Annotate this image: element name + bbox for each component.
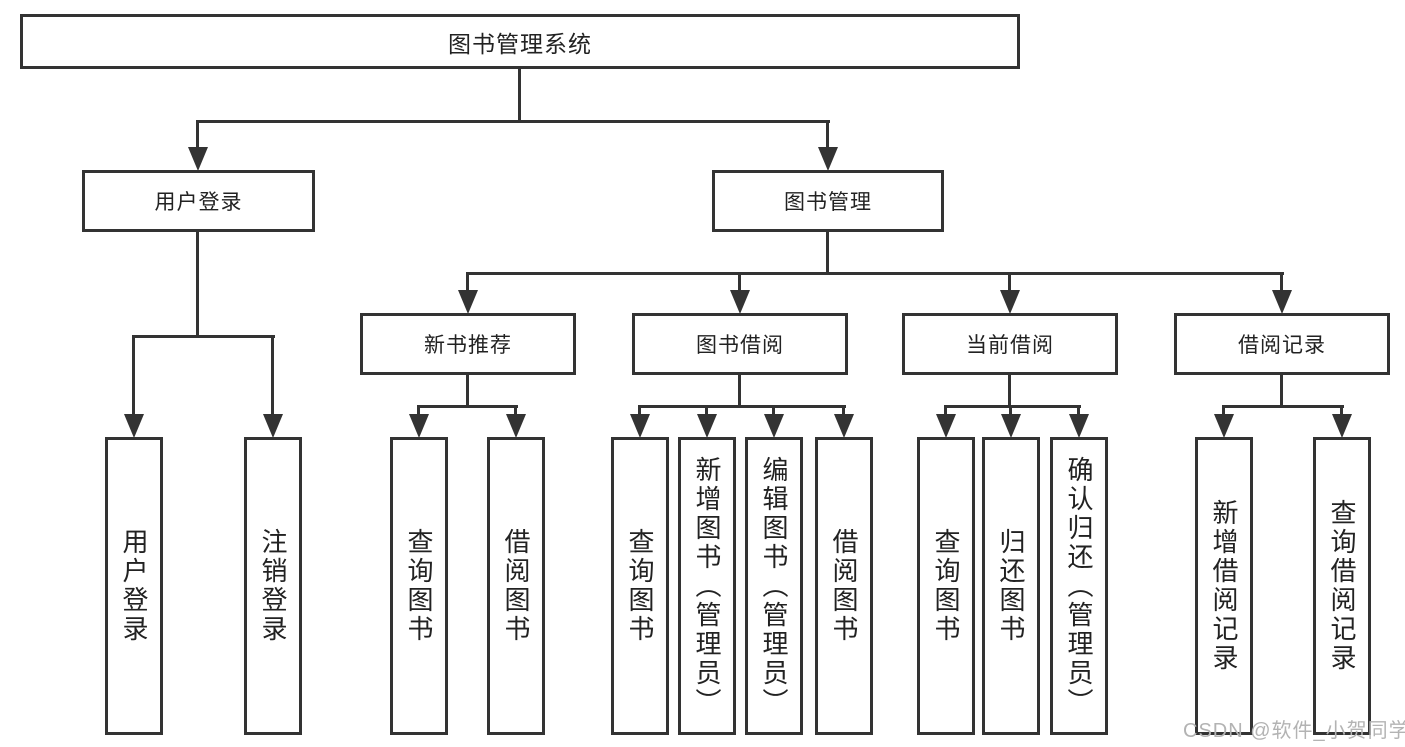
leaf-query-borrow-record-label: 查询借阅记录 bbox=[1327, 499, 1357, 673]
connector-line bbox=[738, 272, 741, 293]
node-borrow-records-label: 借阅记录 bbox=[1238, 334, 1326, 357]
connector-line bbox=[842, 405, 845, 417]
arrow-down bbox=[818, 147, 838, 171]
connector-line bbox=[196, 120, 830, 123]
connector-line bbox=[1009, 405, 1012, 417]
leaf-query-books-1: 查询图书 bbox=[390, 437, 448, 735]
arrow-down bbox=[1272, 290, 1292, 314]
leaf-query-books-2-label: 查询图书 bbox=[625, 528, 655, 644]
arrow-down bbox=[630, 414, 650, 438]
leaf-user-login-label: 用户登录 bbox=[119, 528, 149, 644]
node-book-management: 图书管理 bbox=[712, 170, 944, 232]
connector-line bbox=[826, 232, 829, 275]
connector-line bbox=[466, 375, 469, 408]
node-user-login: 用户登录 bbox=[82, 170, 315, 232]
connector-line bbox=[826, 120, 829, 150]
leaf-query-books-1-label: 查询图书 bbox=[404, 528, 434, 644]
leaf-query-books-3-label: 查询图书 bbox=[931, 528, 961, 644]
arrow-down bbox=[458, 290, 478, 314]
leaf-borrow-books-1-label: 借阅图书 bbox=[501, 528, 531, 644]
arrow-down bbox=[764, 414, 784, 438]
arrow-down bbox=[834, 414, 854, 438]
leaf-return-books-label: 归还图书 bbox=[996, 528, 1026, 644]
connector-line bbox=[638, 405, 641, 417]
leaf-confirm-return-admin-label: 确认归还（管理员） bbox=[1064, 455, 1094, 717]
leaf-query-books-3: 查询图书 bbox=[917, 437, 975, 735]
leaf-add-borrow-record: 新增借阅记录 bbox=[1195, 437, 1253, 735]
connector-line bbox=[196, 232, 199, 338]
leaf-query-books-2: 查询图书 bbox=[611, 437, 669, 735]
connector-line bbox=[196, 120, 199, 150]
connector-line bbox=[772, 405, 775, 417]
connector-line bbox=[466, 272, 469, 293]
leaf-edit-books-admin: 编辑图书（管理员） bbox=[745, 437, 803, 735]
node-borrow-records: 借阅记录 bbox=[1174, 313, 1390, 375]
connector-line bbox=[271, 335, 274, 417]
connector-line bbox=[1008, 272, 1011, 293]
connector-line bbox=[417, 405, 518, 408]
leaf-borrow-books-1: 借阅图书 bbox=[487, 437, 545, 735]
arrow-down bbox=[1001, 414, 1021, 438]
connector-line bbox=[705, 405, 708, 417]
connector-line bbox=[466, 272, 1284, 275]
arrow-down bbox=[730, 290, 750, 314]
node-new-book-recommend: 新书推荐 bbox=[360, 313, 576, 375]
leaf-add-borrow-record-label: 新增借阅记录 bbox=[1209, 499, 1239, 673]
leaf-edit-books-admin-label: 编辑图书（管理员） bbox=[759, 455, 789, 717]
connector-line bbox=[1280, 272, 1283, 293]
arrow-down bbox=[936, 414, 956, 438]
connector-line bbox=[132, 335, 135, 417]
node-current-borrow-label: 当前借阅 bbox=[966, 334, 1054, 357]
leaf-logout: 注销登录 bbox=[244, 437, 302, 735]
node-user-login-label: 用户登录 bbox=[154, 191, 243, 214]
connector-line bbox=[1340, 405, 1343, 417]
arrow-down bbox=[188, 147, 208, 171]
connector-line bbox=[417, 405, 420, 417]
connector-line bbox=[1077, 405, 1080, 417]
leaf-add-books-admin-label: 新增图书（管理员） bbox=[692, 455, 722, 717]
leaf-borrow-books-2: 借阅图书 bbox=[815, 437, 873, 735]
connector-line bbox=[132, 335, 275, 338]
arrow-down bbox=[1214, 414, 1234, 438]
arrow-down bbox=[409, 414, 429, 438]
leaf-return-books: 归还图书 bbox=[982, 437, 1040, 735]
node-book-borrow-label: 图书借阅 bbox=[696, 334, 784, 357]
csdn-watermark: CSDN @软件_小贺同学 bbox=[1183, 720, 1405, 742]
leaf-borrow-books-2-label: 借阅图书 bbox=[829, 528, 859, 644]
arrow-down bbox=[506, 414, 526, 438]
arrow-down bbox=[124, 414, 144, 438]
connector-line bbox=[1222, 405, 1344, 408]
connector-line bbox=[514, 405, 517, 417]
arrow-down bbox=[1000, 290, 1020, 314]
leaf-logout-label: 注销登录 bbox=[258, 528, 288, 644]
arrow-down bbox=[1332, 414, 1352, 438]
node-current-borrow: 当前借阅 bbox=[902, 313, 1118, 375]
leaf-confirm-return-admin: 确认归还（管理员） bbox=[1050, 437, 1108, 735]
leaf-user-login: 用户登录 bbox=[105, 437, 163, 735]
node-book-management-label: 图书管理 bbox=[784, 191, 872, 214]
connector-line bbox=[1222, 405, 1225, 417]
connector-line bbox=[738, 375, 741, 408]
connector-line bbox=[944, 405, 1081, 408]
leaf-query-borrow-record: 查询借阅记录 bbox=[1313, 437, 1371, 735]
connector-line bbox=[1280, 375, 1283, 408]
node-root-system: 图书管理系统 bbox=[20, 14, 1020, 69]
arrow-down bbox=[697, 414, 717, 438]
leaf-add-books-admin: 新增图书（管理员） bbox=[678, 437, 736, 735]
arrow-down bbox=[263, 414, 283, 438]
node-new-book-recommend-label: 新书推荐 bbox=[424, 334, 512, 357]
connector-line bbox=[1008, 375, 1011, 408]
node-root-label: 图书管理系统 bbox=[448, 30, 592, 57]
node-book-borrow: 图书借阅 bbox=[632, 313, 848, 375]
connector-line bbox=[638, 405, 846, 408]
connector-line bbox=[518, 68, 521, 123]
arrow-down bbox=[1069, 414, 1089, 438]
connector-line bbox=[944, 405, 947, 417]
